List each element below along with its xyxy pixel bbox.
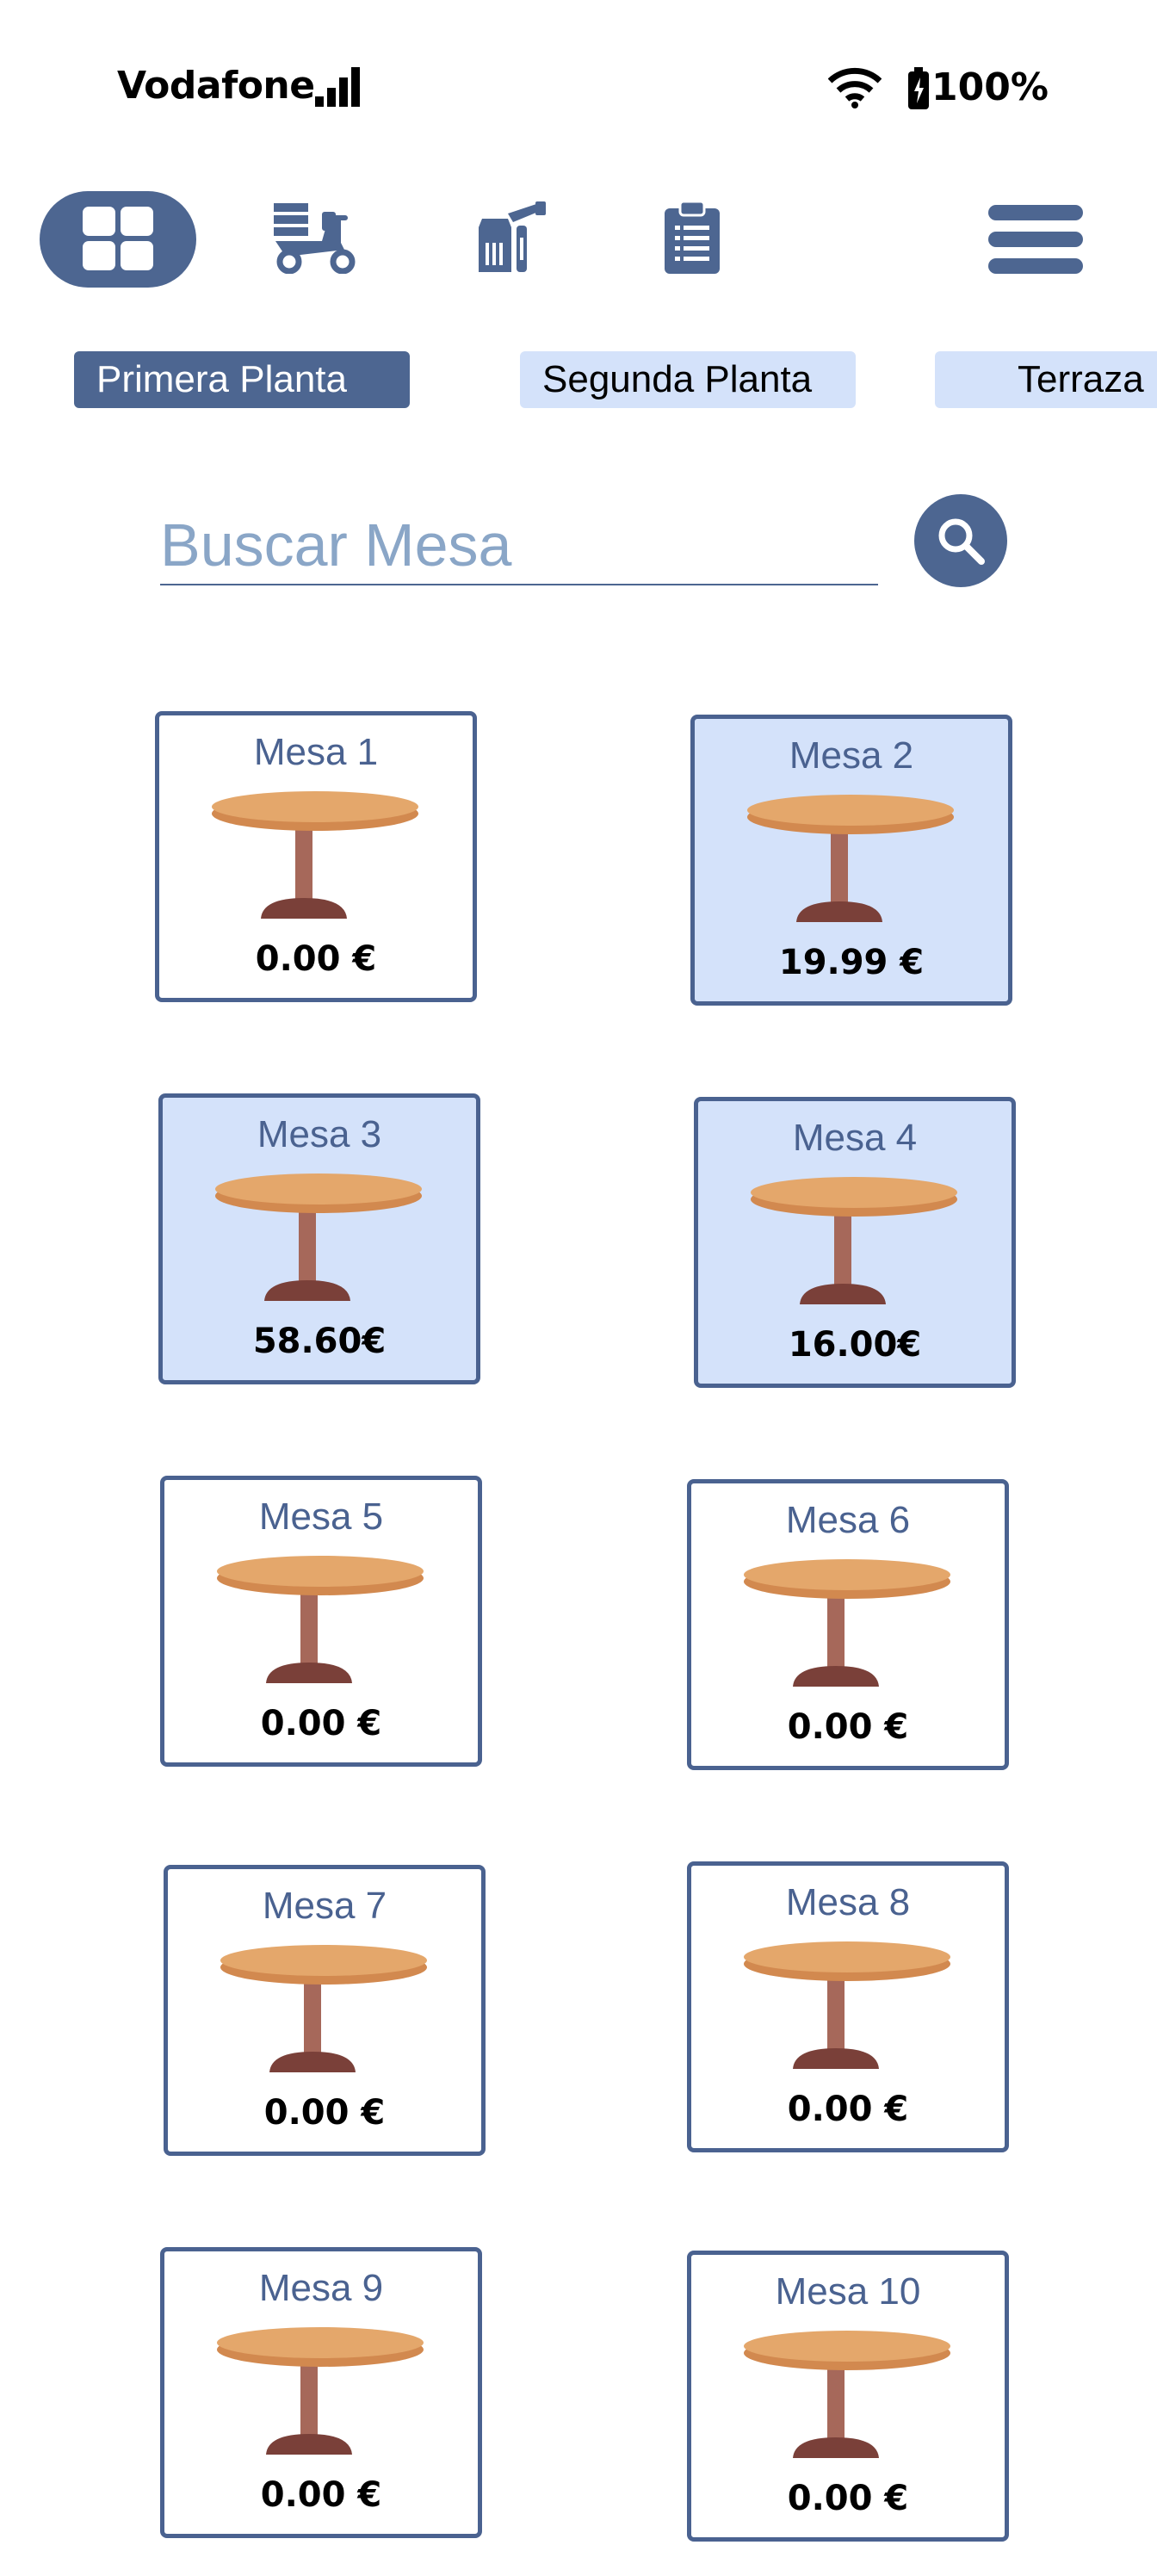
table-icon — [744, 1559, 950, 1687]
table-card[interactable]: Mesa 8 0.00 € — [687, 1861, 1009, 2152]
table-total: 0.00 € — [787, 1707, 909, 1747]
table-card[interactable]: Mesa 5 0.00 € — [160, 1476, 482, 1767]
table-total: 0.00 € — [787, 2479, 909, 2518]
table-icon — [217, 2327, 424, 2455]
table-icon — [744, 1941, 950, 2069]
table-card[interactable]: Mesa 7 0.00 € — [164, 1865, 486, 2156]
table-icon — [215, 1173, 422, 1301]
status-bar: Vodafone 100% — [0, 0, 1157, 172]
table-name: Mesa 1 — [253, 731, 379, 773]
table-icon — [217, 1556, 424, 1683]
clipboard-icon[interactable] — [663, 200, 721, 274]
table-total: 58.60€ — [252, 1322, 387, 1361]
delivery-scooter-icon[interactable] — [270, 200, 360, 274]
grid-icon — [83, 207, 153, 270]
table-total: 16.00€ — [788, 1325, 922, 1365]
battery-icon — [908, 67, 929, 109]
table-name: Mesa 2 — [789, 734, 914, 777]
search-icon — [938, 518, 985, 565]
table-name: Mesa 5 — [258, 1495, 384, 1538]
table-card[interactable]: Mesa 6 0.00 € — [687, 1479, 1009, 1770]
table-name: Mesa 6 — [785, 1499, 911, 1541]
table-icon — [212, 791, 418, 919]
tab-segunda-planta[interactable]: Segunda Planta — [520, 351, 856, 408]
table-name: Mesa 7 — [262, 1885, 387, 1927]
table-card[interactable]: Mesa 3 58.60€ — [158, 1093, 480, 1384]
table-name: Mesa 8 — [785, 1881, 911, 1923]
table-card[interactable]: Mesa 1 0.00 € — [155, 711, 477, 1002]
table-card[interactable]: Mesa 9 0.00 € — [160, 2247, 482, 2538]
carrier-name: Vodafone — [117, 64, 315, 108]
tab-terraza[interactable]: Terraza — [935, 351, 1157, 408]
kitchen-icon[interactable] — [473, 200, 548, 274]
table-icon — [747, 795, 954, 922]
table-card[interactable]: Mesa 10 0.00 € — [687, 2251, 1009, 2542]
table-card[interactable]: Mesa 4 16.00€ — [694, 1097, 1016, 1388]
table-name: Mesa 9 — [258, 2267, 384, 2309]
table-total: 0.00 € — [255, 939, 377, 979]
table-name: Mesa 10 — [775, 2270, 921, 2313]
hamburger-menu-icon[interactable] — [987, 203, 1085, 276]
table-total: 0.00 € — [263, 2093, 386, 2133]
tab-primera-planta[interactable]: Primera Planta — [74, 351, 410, 408]
battery-percentage: 100% — [931, 65, 1049, 109]
tables-view-button[interactable] — [40, 191, 196, 288]
search-input[interactable] — [160, 506, 878, 585]
table-name: Mesa 3 — [257, 1113, 382, 1155]
table-icon — [744, 2331, 950, 2458]
table-name: Mesa 4 — [792, 1117, 918, 1159]
table-card[interactable]: Mesa 2 19.99 € — [690, 715, 1012, 1006]
table-icon — [751, 1177, 957, 1304]
table-total: 0.00 € — [787, 2090, 909, 2129]
wifi-icon — [828, 67, 882, 108]
table-total: 19.99 € — [778, 943, 925, 982]
signal-icon — [315, 67, 360, 107]
table-total: 0.00 € — [260, 2475, 382, 2515]
search-button[interactable] — [914, 494, 1007, 587]
table-total: 0.00 € — [260, 1704, 382, 1743]
toolbar — [0, 181, 1157, 301]
table-icon — [220, 1945, 427, 2072]
